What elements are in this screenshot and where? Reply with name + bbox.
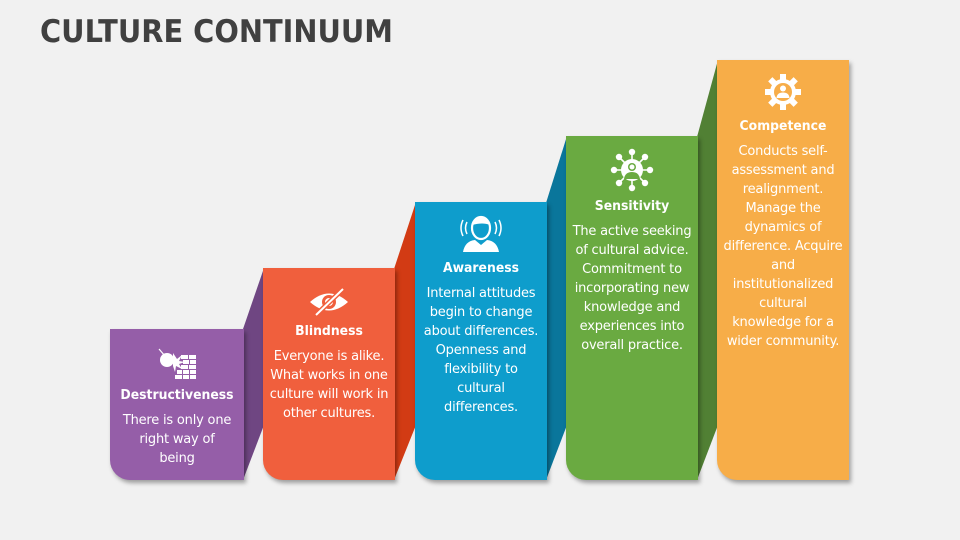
step-description: Everyone is alike. What works in one cul… <box>269 349 389 421</box>
step-heading: Destructiveness <box>120 387 234 403</box>
step-card-awareness: Awareness Internal attitudes begin to ch… <box>415 202 547 480</box>
fold-sensitivity <box>697 60 718 480</box>
step-heading: Awareness <box>442 260 520 276</box>
step-description: Internal attitudes begin to change about… <box>423 286 539 415</box>
wrecking-ball-wall-icon <box>158 348 196 379</box>
eye-slash-icon <box>310 287 348 317</box>
gear-person-icon <box>765 74 801 110</box>
step-heading: Blindness <box>295 323 363 339</box>
step-heading: Sensitivity <box>594 198 670 214</box>
step-description: The active seeking of cultural advice. C… <box>572 224 692 353</box>
step-card-competence: Competence Conducts self-assessment and … <box>717 60 849 480</box>
fold-blindness <box>394 202 416 480</box>
fold-destructiveness <box>243 268 264 480</box>
person-listening-icon <box>460 215 502 252</box>
step-card-blindness: Blindness Everyone is alike. What works … <box>263 268 395 480</box>
step-card-sensitivity: Sensitivity The active seeking of cultur… <box>566 136 698 480</box>
step-card-destructiveness: Destructiveness There is only one right … <box>110 329 244 480</box>
page-title: CULTURE CONTINUUM <box>40 14 394 50</box>
step-description: Conducts self-assessment and realignment… <box>723 144 843 349</box>
step-heading: Competence <box>739 118 827 134</box>
step-description: There is only one right way of being <box>122 413 232 466</box>
person-network-icon <box>610 148 654 192</box>
fold-awareness <box>546 136 567 480</box>
